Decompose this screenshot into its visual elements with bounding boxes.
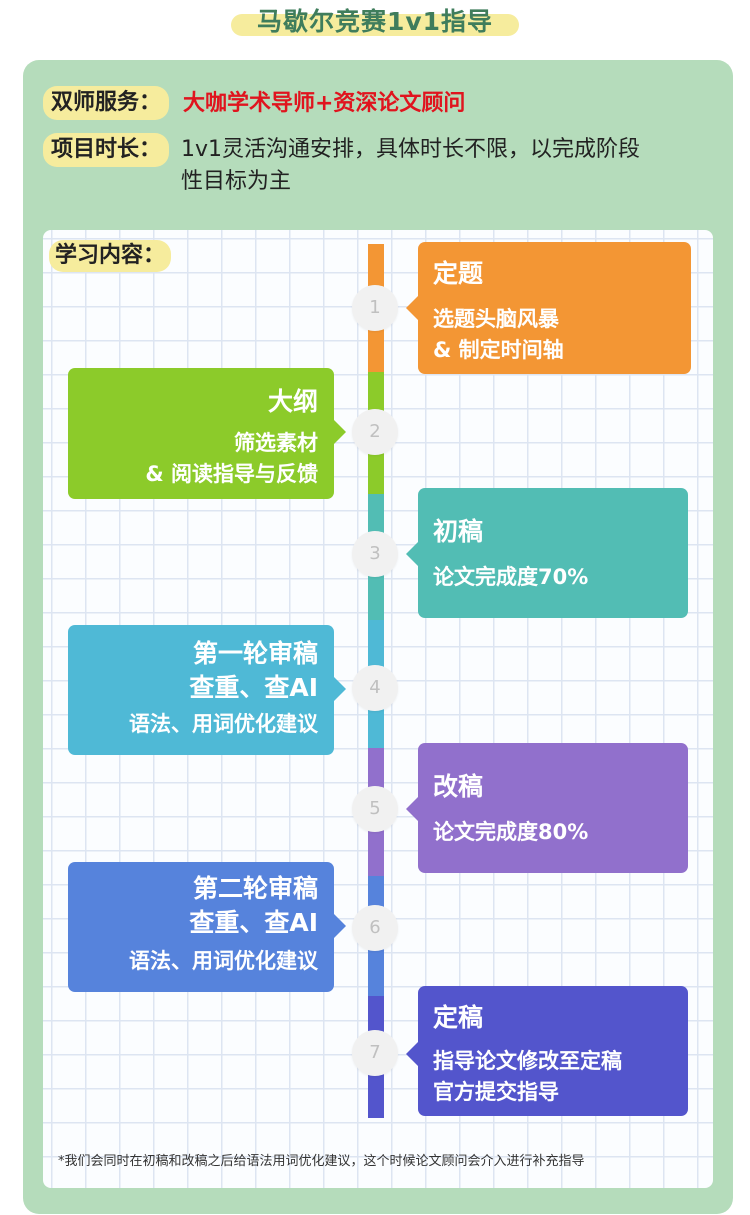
content-label: 学习内容： xyxy=(49,240,172,272)
footnote: *我们会同时在初稿和改稿之后给语法用词优化建议，这个时候论文顾问会介入进行补充指… xyxy=(58,1154,585,1169)
step-box-4: 第一轮审稿 查重、查AI 语法、用词优化建议 xyxy=(68,625,346,755)
step-subtitle-4: 查重、查AI xyxy=(189,673,318,702)
step-line-4-1: 语法、用词优化建议 xyxy=(129,712,318,736)
step-box-4-pointer xyxy=(334,677,346,701)
step-number-2: 2 xyxy=(352,409,398,455)
step-line-7-1: 指导论文修改至定稿 xyxy=(433,1049,622,1073)
step-box-3: 初稿 论文完成度70% xyxy=(406,488,688,618)
step-title-3: 初稿 xyxy=(433,517,484,546)
step-line-6-1: 语法、用词优化建议 xyxy=(129,949,318,973)
title-highlight xyxy=(231,14,519,36)
step-box-3-pointer xyxy=(406,542,418,566)
step-box-6: 第二轮审稿 查重、查AI 语法、用词优化建议 xyxy=(68,862,346,992)
step-number-6: 6 xyxy=(352,905,398,951)
step-title-5: 改稿 xyxy=(433,772,484,801)
step-box-7-pointer xyxy=(406,1042,418,1066)
step-line-7-2: 官方提交指导 xyxy=(433,1080,559,1104)
step-box-5-pointer xyxy=(406,797,418,821)
step-number-7: 7 xyxy=(352,1030,398,1076)
header: 马歇尔竞赛1v1指导 xyxy=(0,0,750,40)
service-value: 大咖学术导师+资深论文顾问 xyxy=(183,91,466,116)
step-title-2: 大纲 xyxy=(267,387,318,416)
step-box-6-pointer xyxy=(334,914,346,938)
step-box-1: 定题 选题头脑风暴 & 制定时间轴 xyxy=(406,242,691,374)
step-line-2-2: & 阅读指导与反馈 xyxy=(145,462,318,486)
step-number-4: 4 xyxy=(352,665,398,711)
step-box-7: 定稿 指导论文修改至定稿 官方提交指导 xyxy=(406,986,688,1116)
duration-label: 项目时长： xyxy=(43,133,170,167)
step-number-3: 3 xyxy=(352,531,398,577)
step-box-5: 改稿 论文完成度80% xyxy=(406,743,688,873)
step-line-1-1: 选题头脑风暴 xyxy=(433,307,559,331)
duration-value-line1: 1v1灵活沟通安排，具体时长不限，以完成阶段 xyxy=(181,137,641,162)
duration-value-line2: 性目标为主 xyxy=(181,169,292,194)
step-line-5-1: 论文完成度80% xyxy=(433,820,589,844)
step-title-1: 定题 xyxy=(433,259,484,288)
step-number-5: 5 xyxy=(352,786,398,832)
page-title: 马歇尔竞赛1v1指导 xyxy=(256,7,494,36)
step-title-7: 定稿 xyxy=(433,1003,484,1032)
step-box-2-pointer xyxy=(334,420,346,444)
step-number-1: 1 xyxy=(352,285,398,331)
step-line-2-1: 筛选素材 xyxy=(234,431,318,455)
step-line-3-1: 论文完成度70% xyxy=(433,565,589,589)
step-title-6: 第二轮审稿 xyxy=(192,874,318,903)
service-label: 双师服务： xyxy=(43,86,170,120)
step-title-4: 第一轮审稿 xyxy=(192,639,318,668)
step-box-1-pointer xyxy=(406,296,418,320)
step-line-1-2: & 制定时间轴 xyxy=(433,338,564,362)
step-box-2: 大纲 筛选素材 & 阅读指导与反馈 xyxy=(68,368,346,499)
step-subtitle-6: 查重、查AI xyxy=(189,908,318,937)
